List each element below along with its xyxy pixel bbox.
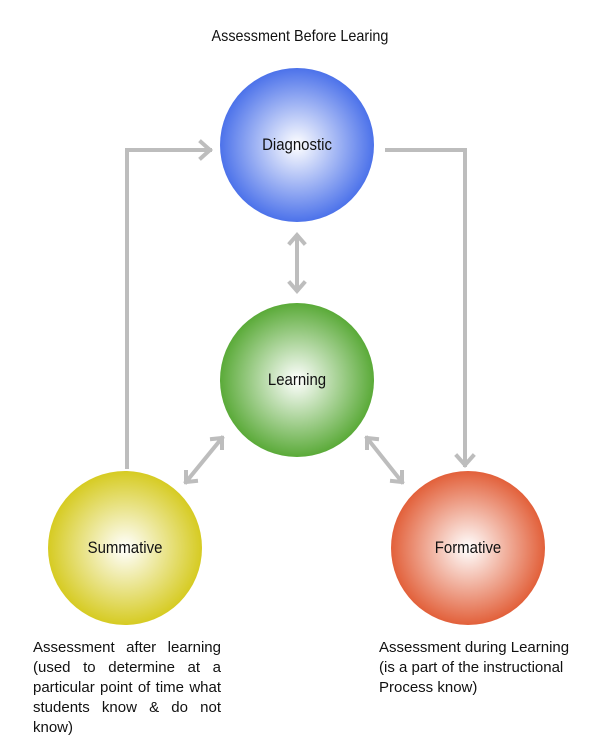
learning-label: Learning bbox=[267, 370, 327, 389]
formative-description-line: Process know) bbox=[379, 679, 478, 696]
formative-description-line: Assessment during Learning bbox=[379, 639, 570, 656]
diagnostic-to-formative-arrow bbox=[385, 148, 467, 467]
summative-to-diagnostic-arrow bbox=[125, 148, 212, 469]
formative-description: Assessment during Learning (is a part of… bbox=[379, 638, 579, 698]
arrowhead bbox=[454, 453, 476, 469]
formative-circle bbox=[391, 471, 545, 625]
arrowhead bbox=[198, 139, 214, 161]
summative-circle bbox=[48, 471, 202, 625]
diagnostic-label: Diagnostic bbox=[262, 135, 332, 154]
formative-label: Formative bbox=[434, 538, 502, 557]
learning-summative-arrow bbox=[183, 435, 225, 485]
summative-label: Summative bbox=[87, 538, 163, 557]
formative-description-line: (is a part of the instructional bbox=[379, 659, 564, 676]
learning-formative-arrow bbox=[364, 435, 405, 485]
diagnostic-circle bbox=[220, 68, 374, 222]
diagram-title: Assessment Before Learing bbox=[211, 28, 389, 45]
learning-circle bbox=[220, 303, 374, 457]
summative-description: Assessment after learning (used to deter… bbox=[33, 639, 221, 736]
